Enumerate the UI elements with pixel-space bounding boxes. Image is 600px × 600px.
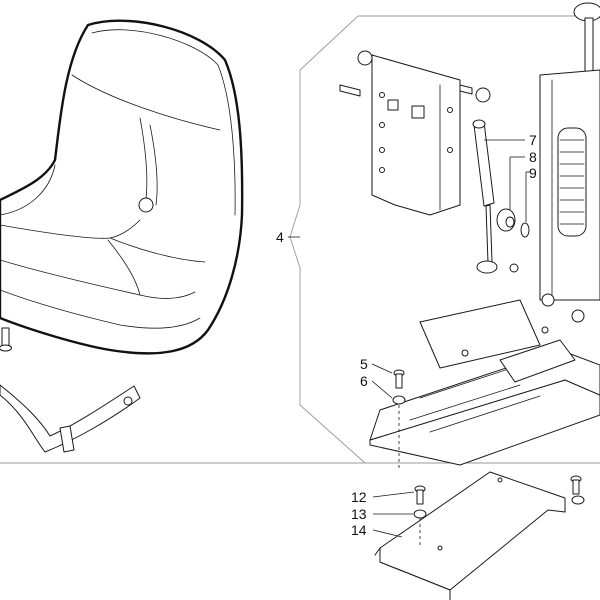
suspension-base [369,299,600,466]
washer [520,222,530,238]
callout-12: 12 [351,489,367,505]
callout-6: 6 [360,373,368,389]
seat-bracket [339,50,491,216]
seat-strap [0,384,141,453]
frame-lines [0,15,600,464]
bolt-5 [393,369,405,389]
assembly-lines [398,405,421,548]
callout-13: 13 [351,506,367,522]
callout-9: 9 [529,165,537,181]
callout-5: 5 [360,356,368,372]
washer-6 [392,395,406,405]
callout-14: 14 [351,522,367,538]
bushing [496,208,516,232]
seat-bolt [0,327,12,352]
callout-labels: 4 5 6 7 8 9 12 13 14 [276,132,537,538]
adjustment-handle [573,2,600,75]
bolt-right [570,475,585,505]
washer-13 [413,509,427,519]
callout-8: 8 [529,149,537,165]
seat-cushion [0,19,244,355]
callout-7: 7 [529,132,537,148]
callout-4: 4 [276,229,284,245]
gas-spring [472,119,498,274]
mounting-plate [374,471,566,600]
suspension-frame [509,69,600,323]
bolt-12 [414,485,426,505]
leader-lines [288,139,530,538]
